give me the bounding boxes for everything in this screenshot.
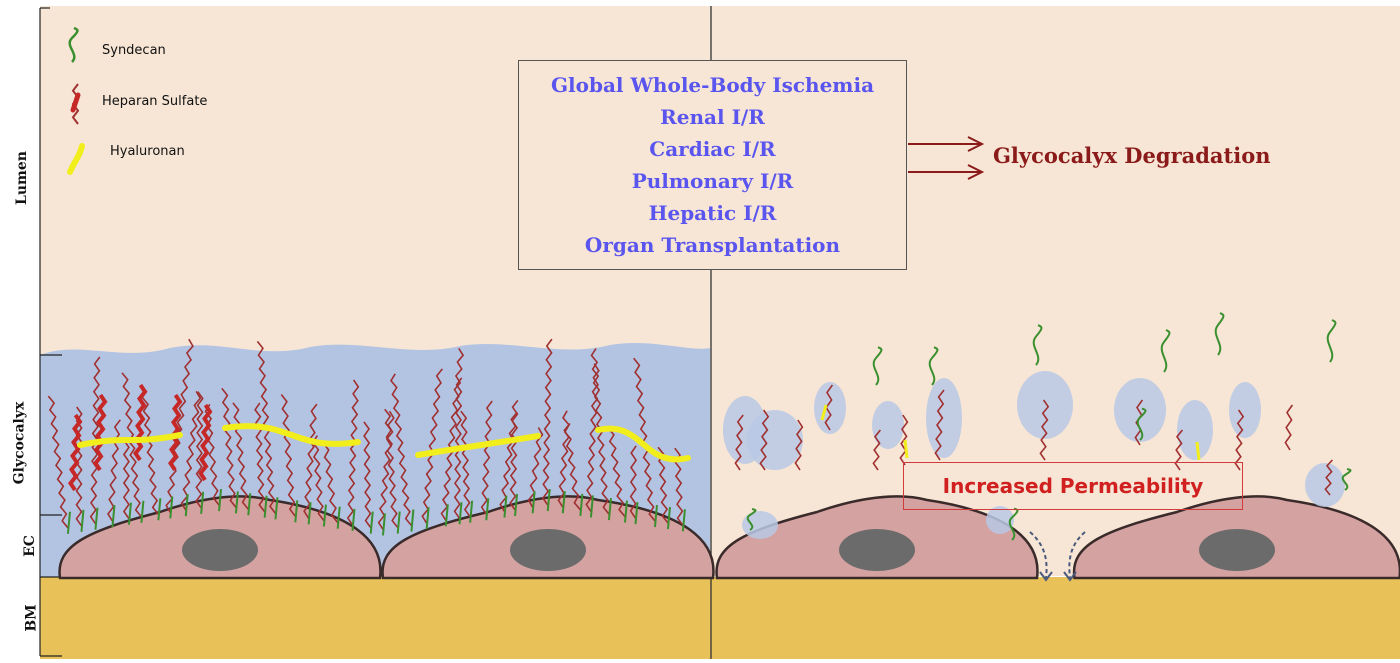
cell-nucleus — [839, 529, 915, 571]
legend-syndecan: Syndecan — [102, 43, 166, 58]
hyaluronan-fragment — [905, 440, 907, 458]
glycocalyx-fragment — [814, 382, 846, 434]
layer-label-bm: BM — [24, 604, 40, 631]
cause-item: Renal I/R — [660, 101, 765, 133]
cause-item: Hepatic I/R — [649, 197, 777, 229]
glycocalyx-fragment — [742, 511, 778, 539]
outcome-label: Glycocalyx Degradation — [993, 143, 1270, 168]
glycocalyx-fragment — [1017, 371, 1073, 439]
legend-heparan-sulfate: Heparan Sulfate — [102, 94, 207, 109]
layer-label-ec: EC — [22, 535, 38, 557]
hyaluronan-fragment — [1197, 442, 1199, 460]
cell-nucleus — [182, 529, 258, 571]
cause-item: Organ Transplantation — [585, 229, 840, 261]
glycocalyx-fragment — [747, 410, 803, 470]
cell-nucleus — [510, 529, 586, 571]
glycocalyx-fragment — [1229, 382, 1261, 438]
layer-label-lumen: Lumen — [14, 151, 30, 205]
legend-hyaluronan-label: Hyaluronan — [110, 144, 185, 159]
basement-membrane — [40, 577, 1400, 659]
cause-item: Pulmonary I/R — [632, 165, 794, 197]
legend-hyaluronan: Hyaluronan — [110, 144, 185, 159]
layer-label-glycocalyx: Glycocalyx — [11, 402, 27, 485]
cause-item: Global Whole-Body Ischemia — [551, 69, 874, 101]
legend-syndecan-label: Syndecan — [102, 43, 166, 58]
cell-nucleus — [1199, 529, 1275, 571]
glycocalyx-fragment — [1305, 463, 1345, 507]
glycocalyx-fragment — [872, 401, 904, 449]
permeability-box: Increased Permeability — [903, 462, 1243, 510]
legend-heparan-sulfate-label: Heparan Sulfate — [102, 94, 207, 109]
permeability-label: Increased Permeability — [943, 474, 1204, 498]
cause-item: Cardiac I/R — [649, 133, 775, 165]
causes-box: Global Whole-Body Ischemia Renal I/R Car… — [518, 60, 907, 270]
